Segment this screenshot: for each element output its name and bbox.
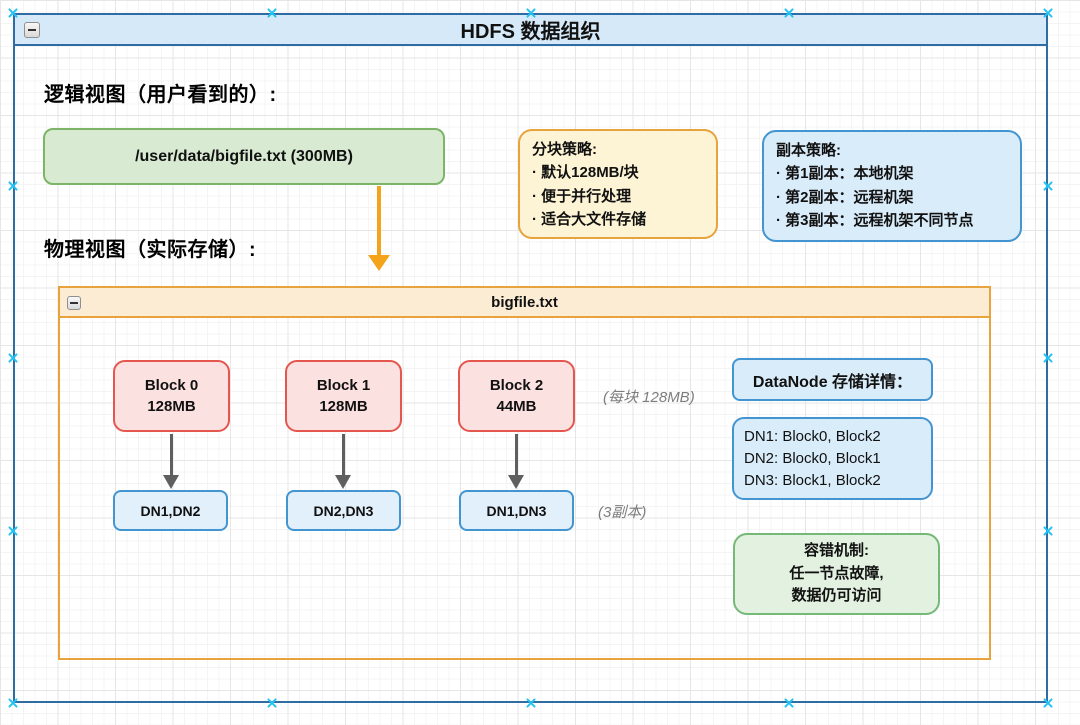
bigfile-container[interactable]: bigfile.txt — [58, 286, 991, 660]
datanode-detail-line: DN1: Block0, Block2 — [744, 428, 881, 445]
block-size: 128MB — [319, 398, 368, 415]
physical-view-heading: 物理视图（实际存储）: — [44, 239, 257, 261]
minus-icon — [70, 302, 78, 304]
block-name: Block 2 — [489, 377, 544, 394]
selection-handle[interactable] — [266, 697, 278, 709]
arrow-shaft — [377, 186, 381, 256]
replica-strategy-item: · 第1副本：本地机架 — [776, 165, 914, 183]
arrow-shaft — [170, 434, 173, 476]
selection-handle[interactable] — [1042, 525, 1054, 537]
dn-node-block2[interactable]: DN1,DN3 — [459, 490, 574, 531]
selection-handle[interactable] — [1042, 352, 1054, 364]
block-0-node[interactable]: Block 0 128MB — [113, 360, 230, 432]
bigfile-container-title-bar[interactable]: bigfile.txt — [60, 288, 989, 318]
block-strategy-item: · 默认128MB/块 — [532, 164, 639, 182]
selection-handle[interactable] — [7, 697, 19, 709]
replica-strategy-title: 副本策略: — [776, 142, 841, 159]
diagram-title: HDFS 数据组织 — [460, 21, 601, 43]
file-node[interactable]: /user/data/bigfile.txt (300MB) — [43, 128, 445, 185]
datanode-detail-line: DN3: Block1, Block2 — [744, 471, 881, 489]
block-size: 44MB — [496, 398, 537, 415]
arrow-shaft — [342, 434, 345, 476]
selection-handle[interactable] — [525, 7, 537, 19]
dn-label: DN1,DN3 — [486, 502, 547, 519]
replica-strategy-item: · 第3副本：远程机架不同节点 — [776, 211, 974, 229]
selection-handle[interactable] — [783, 697, 795, 709]
block-name: Block 1 — [316, 377, 371, 394]
fault-tolerance-line: 任一节点故障, — [789, 564, 884, 582]
block-strategy-item: · 便于并行处理 — [532, 187, 632, 205]
collapse-icon[interactable] — [24, 22, 40, 38]
logical-view-heading: 逻辑视图（用户看到的）: — [44, 84, 277, 106]
selection-handle[interactable] — [783, 7, 795, 19]
replica-strategy-item: · 第2副本：远程机架 — [776, 188, 914, 206]
bigfile-container-title: bigfile.txt — [491, 293, 558, 311]
datanode-details-header-label: DataNode 存储详情： — [752, 373, 913, 391]
block-size: 128MB — [147, 398, 196, 415]
fault-tolerance-line: 容错机制: — [804, 542, 869, 560]
dn-label: DN1,DN2 — [140, 502, 201, 519]
arrow-head-icon — [508, 475, 524, 489]
selection-handle[interactable] — [266, 7, 278, 19]
replicas-annotation: (3副本) — [598, 504, 647, 521]
block-strategy-item: · 适合大文件存储 — [532, 210, 647, 228]
selection-handle[interactable] — [7, 352, 19, 364]
dn-node-block1[interactable]: DN2,DN3 — [286, 490, 401, 531]
fault-tolerance-line: 数据仍可访问 — [791, 587, 882, 605]
selection-handle[interactable] — [7, 525, 19, 537]
arrow-head-icon — [335, 475, 351, 489]
selection-handle[interactable] — [1042, 180, 1054, 192]
datanode-detail-line: DN2: Block0, Block1 — [744, 449, 881, 467]
collapse-icon[interactable] — [67, 296, 81, 310]
file-node-label: /user/data/bigfile.txt (300MB) — [135, 147, 353, 165]
hdfs-group-title-bar[interactable]: HDFS 数据组织 — [15, 15, 1046, 46]
selection-handle[interactable] — [1042, 697, 1054, 709]
block-strategy-title: 分块策略: — [532, 141, 597, 158]
datanode-details-box[interactable]: DN1: Block0, Block2 DN2: Block0, Block1 … — [732, 417, 933, 500]
selection-handle[interactable] — [7, 7, 19, 19]
dn-label: DN2,DN3 — [313, 502, 374, 519]
selection-handle[interactable] — [525, 697, 537, 709]
selection-handle[interactable] — [7, 180, 19, 192]
arrow-head-icon — [163, 475, 179, 489]
arrow-shaft — [515, 434, 518, 476]
block-strategy-note[interactable]: 分块策略: · 默认128MB/块 · 便于并行处理 · 适合大文件存储 — [518, 129, 718, 239]
fault-tolerance-box[interactable]: 容错机制: 任一节点故障, 数据仍可访问 — [733, 533, 940, 615]
minus-icon — [28, 29, 36, 31]
block-1-node[interactable]: Block 1 128MB — [285, 360, 402, 432]
block-name: Block 0 — [144, 377, 199, 394]
replica-strategy-note[interactable]: 副本策略: · 第1副本：本地机架 · 第2副本：远程机架 · 第3副本：远程机… — [762, 130, 1022, 242]
per-block-annotation: (每块 128MB) — [603, 389, 695, 406]
selection-handle[interactable] — [1042, 7, 1054, 19]
datanode-details-header[interactable]: DataNode 存储详情： — [732, 358, 933, 401]
dn-node-block0[interactable]: DN1,DN2 — [113, 490, 228, 531]
arrow-head-icon — [368, 255, 390, 271]
block-2-node[interactable]: Block 2 44MB — [458, 360, 575, 432]
